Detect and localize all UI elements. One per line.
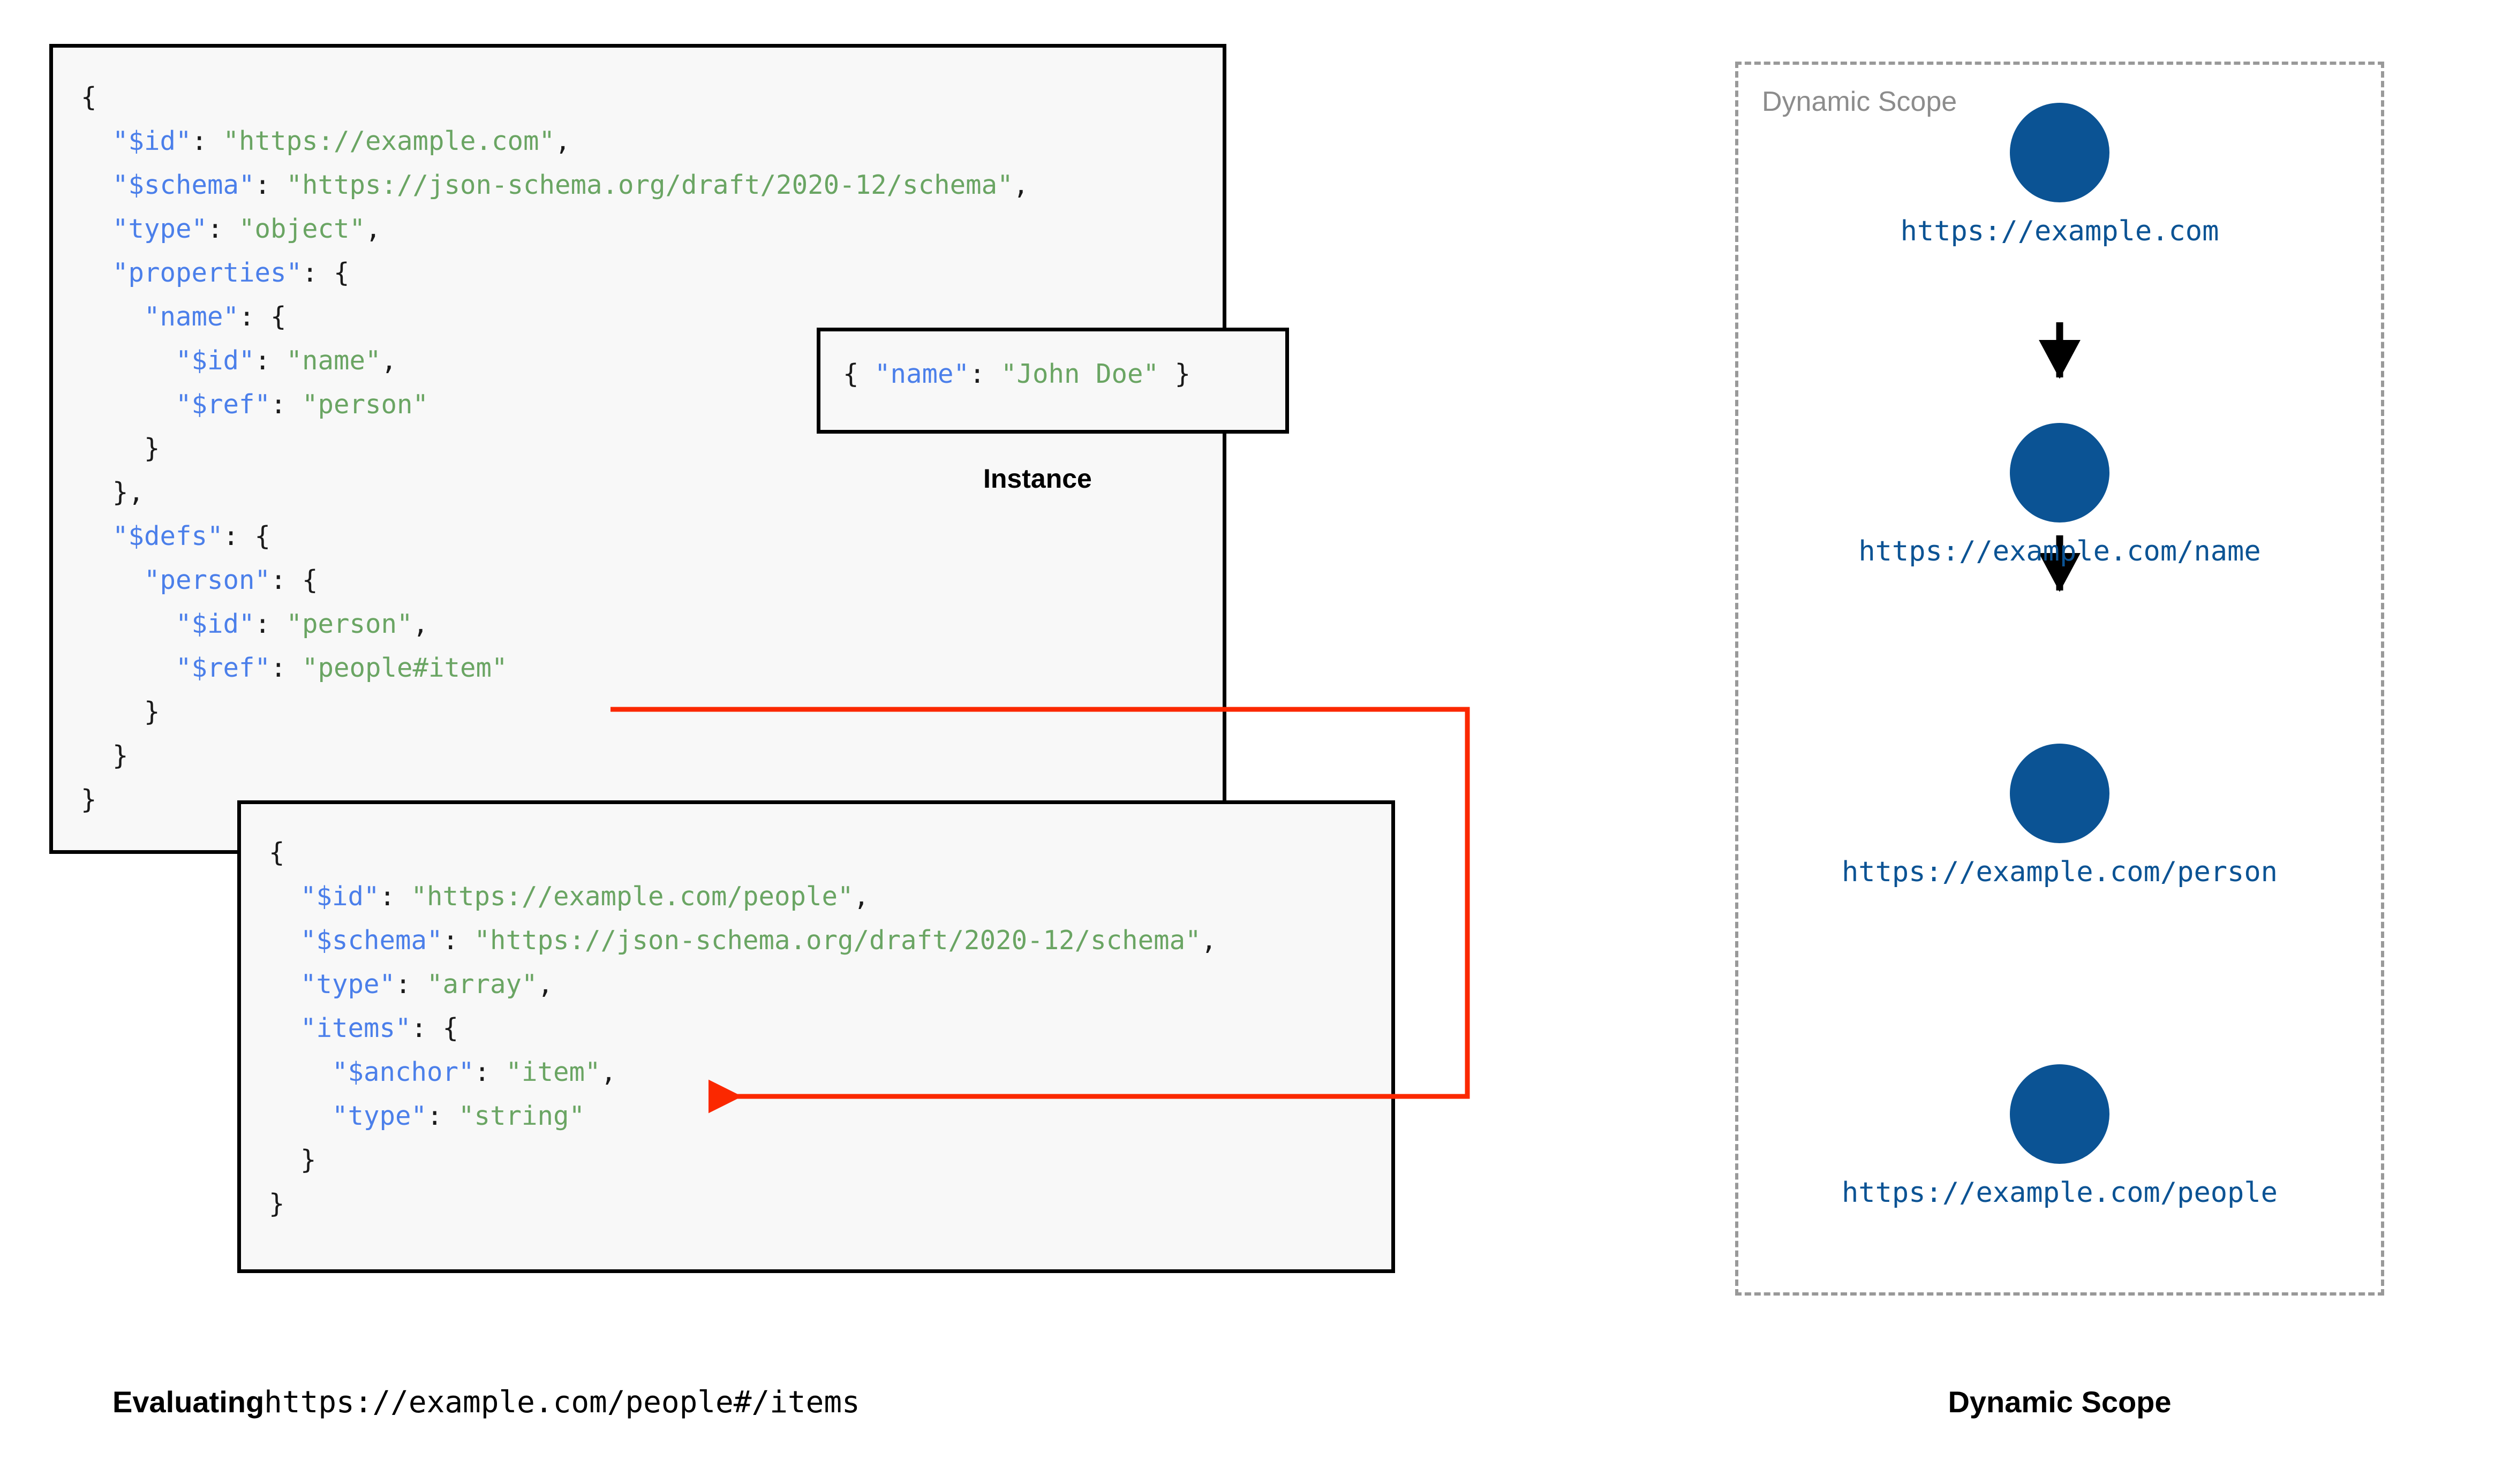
dynamic-scope-panel xyxy=(1735,62,2384,1296)
people-schema-box: { "$id": "https://example.com/people", "… xyxy=(237,800,1395,1273)
scope-node-circle-icon xyxy=(2010,744,2109,843)
root-schema-box: { "$id": "https://example.com", "$schema… xyxy=(49,44,1226,854)
scope-node-circle-icon xyxy=(2010,423,2109,523)
dynamic-scope-panel-title: Dynamic Scope xyxy=(1762,86,1957,117)
scope-node-2: https://example.com/person xyxy=(1735,744,2384,888)
instance-caption: Instance xyxy=(983,464,1092,494)
scope-node-0: https://example.com xyxy=(1735,103,2384,247)
scope-node-label: https://example.com/people xyxy=(1842,1177,2278,1209)
evaluating-caption: Evaluatinghttps://example.com/people#/it… xyxy=(112,1384,860,1420)
scope-node-label: https://example.com xyxy=(1900,215,2219,247)
scope-node-3: https://example.com/people xyxy=(1735,1064,2384,1209)
instance-box: { "name": "John Doe" } xyxy=(817,328,1289,434)
evaluating-caption-lead: Evaluating xyxy=(112,1385,265,1419)
scope-node-circle-icon xyxy=(2010,1064,2109,1164)
scope-node-circle-icon xyxy=(2010,103,2109,202)
evaluating-caption-uri: https://example.com/people#/items xyxy=(264,1385,860,1420)
scope-node-label: https://example.com/person xyxy=(1842,856,2278,888)
scope-node-label: https://example.com/name xyxy=(1858,535,2261,567)
people-schema-code: { "$id": "https://example.com/people", "… xyxy=(269,837,1217,1219)
dynamic-scope-caption: Dynamic Scope xyxy=(1948,1385,2172,1419)
scope-node-1: https://example.com/name xyxy=(1735,423,2384,567)
instance-code: { "name": "John Doe" } xyxy=(843,359,1191,389)
root-schema-code: { "$id": "https://example.com", "$schema… xyxy=(81,82,1029,815)
